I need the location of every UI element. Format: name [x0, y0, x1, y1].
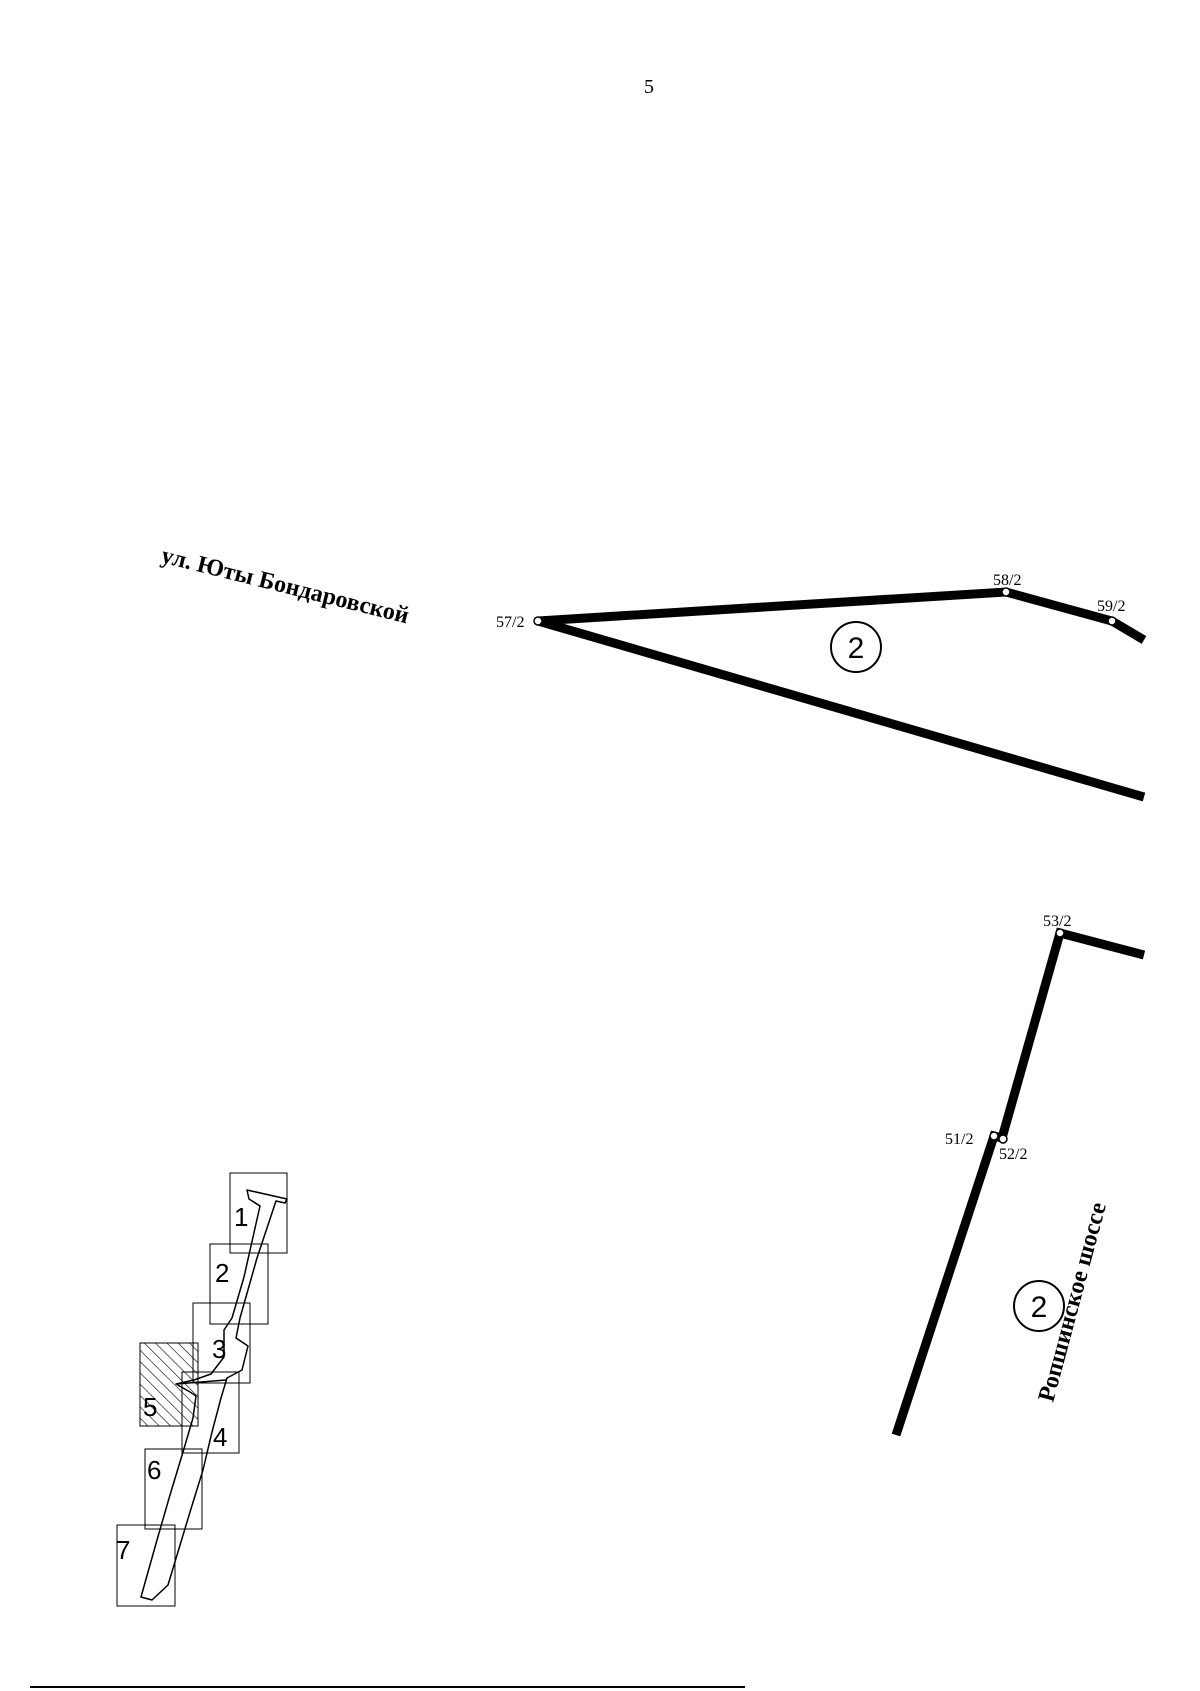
boundary-point-59	[1107, 616, 1117, 626]
street-label-juta-bondarovskoy: ул. Юты Бондаровской	[159, 543, 412, 630]
page-number: 5	[644, 76, 654, 98]
index-sheet-1-label: 1	[234, 1202, 248, 1232]
point-label-59: 59/2	[1097, 598, 1125, 615]
index-sheet-5-label: 5	[143, 1392, 157, 1422]
index-corridor-outline	[140, 1189, 288, 1601]
boundary-point-57	[533, 616, 543, 626]
point-label-51: 51/2	[945, 1131, 973, 1148]
index-map: 1 2 3 4 5 6 7	[116, 1172, 288, 1607]
parcel-number-upper-text: 2	[848, 632, 865, 665]
boundary-point-52	[998, 1134, 1008, 1144]
parcel-number-lower-text: 2	[1031, 1291, 1048, 1324]
index-sheet-7-label: 7	[116, 1535, 130, 1565]
index-sheet-4-frame	[181, 1371, 240, 1454]
parcel-boundary-lower	[891, 927, 1146, 1437]
parcel-number-lower: 2	[1013, 1280, 1065, 1332]
boundary-point-53	[1055, 928, 1065, 938]
parcel-number-upper: 2	[830, 621, 882, 673]
boundary-point-51	[989, 1131, 999, 1141]
index-sheet-5-hatch	[139, 1342, 199, 1427]
index-sheet-6-frame	[144, 1448, 203, 1530]
point-label-53: 53/2	[1043, 913, 1071, 930]
index-sheet-2-label: 2	[215, 1258, 229, 1288]
point-label-58: 58/2	[993, 572, 1021, 589]
index-sheet-3-frame	[192, 1302, 251, 1384]
index-corridor-spur	[175, 1379, 227, 1385]
index-sheet-6-label: 6	[147, 1455, 161, 1485]
parcel-boundary-upper	[533, 587, 1147, 802]
boundary-point-58	[1001, 587, 1011, 597]
index-sheet-4-label: 4	[213, 1422, 227, 1452]
index-sheet-3-label: 3	[212, 1334, 226, 1364]
point-label-57: 57/2	[496, 614, 524, 631]
point-label-52: 52/2	[999, 1146, 1027, 1163]
index-sheet-7-frame	[116, 1524, 176, 1607]
